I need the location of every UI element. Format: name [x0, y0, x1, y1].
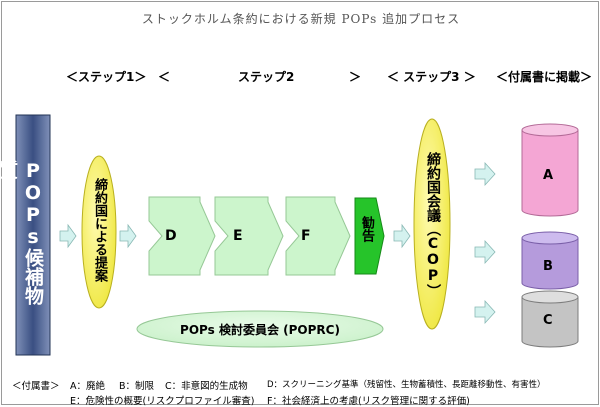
party-proposal-ellipse: [81, 155, 117, 309]
candidate-substance-label: POPs候補物質: [0, 160, 44, 305]
annex-a-cylinder: [521, 130, 579, 217]
diagram-title: ストックホルム条約における新規 POPs 追加プロセス: [141, 12, 461, 26]
annex-a-cylinder-top: [521, 123, 579, 137]
arrow-to-annex-a: [474, 161, 496, 187]
stage-2-close-bracket: ＞: [349, 70, 362, 84]
legend-d: D：スクリーニング基準（残留性、生物蓄積性、長距離移動性、有害性）: [267, 380, 546, 390]
annex-a-label: A: [543, 168, 554, 183]
process-box-f-label: F: [301, 228, 311, 244]
legend-b: B：制限: [119, 381, 155, 392]
annex-c-cylinder-top: [521, 290, 579, 304]
legend-e: E：危険性の概要(リスクプロファイル審査): [70, 396, 255, 407]
process-box-e: [214, 196, 284, 276]
stage-2-label: ステップ2: [238, 70, 295, 84]
process-box-f: [285, 196, 351, 276]
candidate-substance-box: [15, 114, 51, 356]
poprc-label: POPs 検討委員会 (POPRC): [180, 323, 340, 337]
stage-1-label: ＜ステップ1＞: [66, 70, 147, 84]
legend-c: C：非意図的生成物: [165, 381, 248, 392]
process-box-d: [148, 196, 216, 276]
stage-2-open-bracket: ＜: [158, 70, 171, 84]
annex-c-label: C: [543, 313, 553, 328]
party-proposal-label: 締約国による提案: [92, 178, 107, 282]
stage-3-label: ＜ ステップ3 ＞: [387, 70, 476, 84]
arrow-to-annex-b: [474, 239, 496, 265]
arrow-proposal-to-d: [119, 223, 137, 249]
stage-annex-label: ＜付属書に掲載＞: [496, 70, 593, 84]
recommendation-box: [354, 197, 385, 275]
process-box-d-label: D: [165, 228, 177, 244]
arrow-to-annex-c: [474, 299, 496, 325]
annex-c-cylinder: [521, 297, 579, 348]
annex-b-label: B: [543, 259, 553, 274]
annex-b-cylinder-top: [521, 231, 579, 245]
cop-ellipse: [413, 118, 451, 330]
recommendation-label: 勧告: [359, 216, 374, 242]
legend-a: A：廃絶: [70, 381, 105, 392]
process-box-e-label: E: [233, 228, 243, 244]
legend-f: F：社会経済上の考慮(リスク管理に関する評価): [267, 396, 470, 407]
arrow-recommend-to-cop: [393, 223, 411, 249]
poprc-ellipse: [136, 310, 384, 348]
arrow-candidate-to-proposal: [59, 223, 77, 249]
annex-b-cylinder: [521, 238, 579, 290]
cop-label: 締約国会議（COP）: [425, 152, 441, 298]
legend-prefix: ＜付属書＞: [12, 381, 60, 392]
